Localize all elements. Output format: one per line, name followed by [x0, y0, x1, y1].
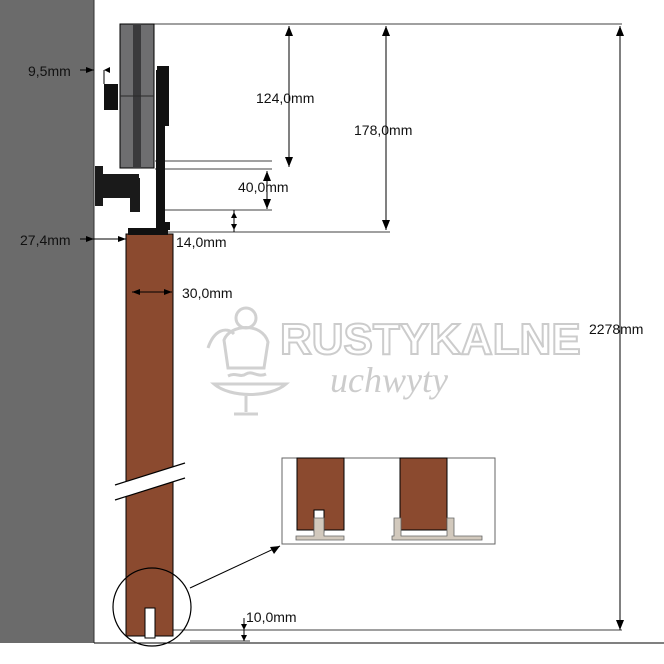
door-top-strip [128, 228, 168, 235]
label-wall-to-door: 27,4mm [20, 232, 71, 248]
label-strap-gap: 14,0mm [176, 234, 227, 250]
door-panel [125, 233, 174, 637]
hanger-hook [156, 222, 170, 230]
wheel-hub-left [104, 84, 118, 110]
dimension-wheel-drop [285, 26, 293, 167]
dimension-door-thickness [132, 289, 172, 295]
floor-guide-groove [144, 607, 156, 639]
dimension-bracket-gap [263, 171, 271, 209]
watermark: RUSTYKALNE uchwyty [206, 306, 582, 416]
wall [0, 0, 94, 643]
inset-guide-left [295, 517, 345, 541]
watermark-brand: RUSTYKALNE [280, 315, 581, 364]
floor-guide-inset [281, 457, 496, 545]
rail-bracket-nut [130, 178, 140, 212]
label-door-thickness: 30,0mm [182, 285, 233, 301]
wheel-hub-right [157, 66, 169, 126]
label-bracket-gap: 40,0mm [238, 179, 289, 195]
reference-lines [128, 23, 622, 642]
dimension-wall-gap [80, 67, 110, 84]
dimension-top-to-door [382, 26, 390, 230]
dimension-wall-to-door [80, 236, 126, 242]
door [114, 228, 186, 639]
watermark-logo-figure [206, 306, 290, 416]
inset-door-right [399, 457, 448, 531]
dimension-floor-gap [241, 618, 247, 641]
label-wall-gap: 9,5mm [28, 63, 71, 79]
sliding-hardware [95, 23, 170, 230]
door-break [115, 463, 185, 500]
rail-bracket-flange [95, 166, 103, 206]
watermark-tagline: uchwyty [330, 360, 448, 400]
label-floor-gap: 10,0mm [246, 609, 297, 625]
dimension-strap-gap [231, 210, 237, 232]
inset-guide-right [391, 517, 483, 541]
label-top-to-door: 178,0mm [354, 122, 412, 138]
label-total-height: 2278mm [589, 321, 643, 337]
hanger-strap [156, 70, 165, 230]
dimension-total-height [616, 26, 624, 630]
detail-callout [112, 545, 281, 647]
label-wheel-drop: 124,0mm [256, 90, 314, 106]
